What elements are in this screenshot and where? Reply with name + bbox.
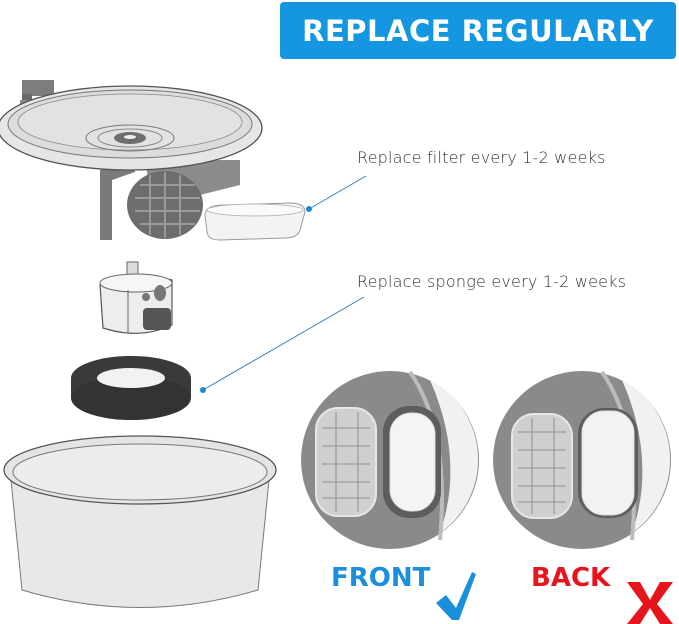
filter-cartridge-illustration [204, 202, 306, 241]
check-icon [436, 572, 476, 620]
x-icon [627, 582, 673, 624]
back-label: BACK [531, 563, 611, 593]
front-label: FRONT [331, 563, 431, 593]
sponge-ring-illustration [71, 356, 191, 420]
tray-lid-illustration [0, 80, 263, 240]
sponge-callout-label: Replace sponge every 1-2 weeks [357, 272, 627, 291]
pump-illustration [99, 261, 173, 334]
front-orientation-photo [301, 370, 479, 549]
header-title: REPLACE REGULARLY [302, 13, 654, 48]
header-banner: REPLACE REGULARLY [280, 2, 676, 59]
water-bowl-illustration [3, 435, 277, 608]
callout-lines [200, 175, 367, 393]
back-orientation-photo [493, 370, 671, 549]
filter-callout-label: Replace filter every 1-2 weeks [357, 148, 606, 167]
